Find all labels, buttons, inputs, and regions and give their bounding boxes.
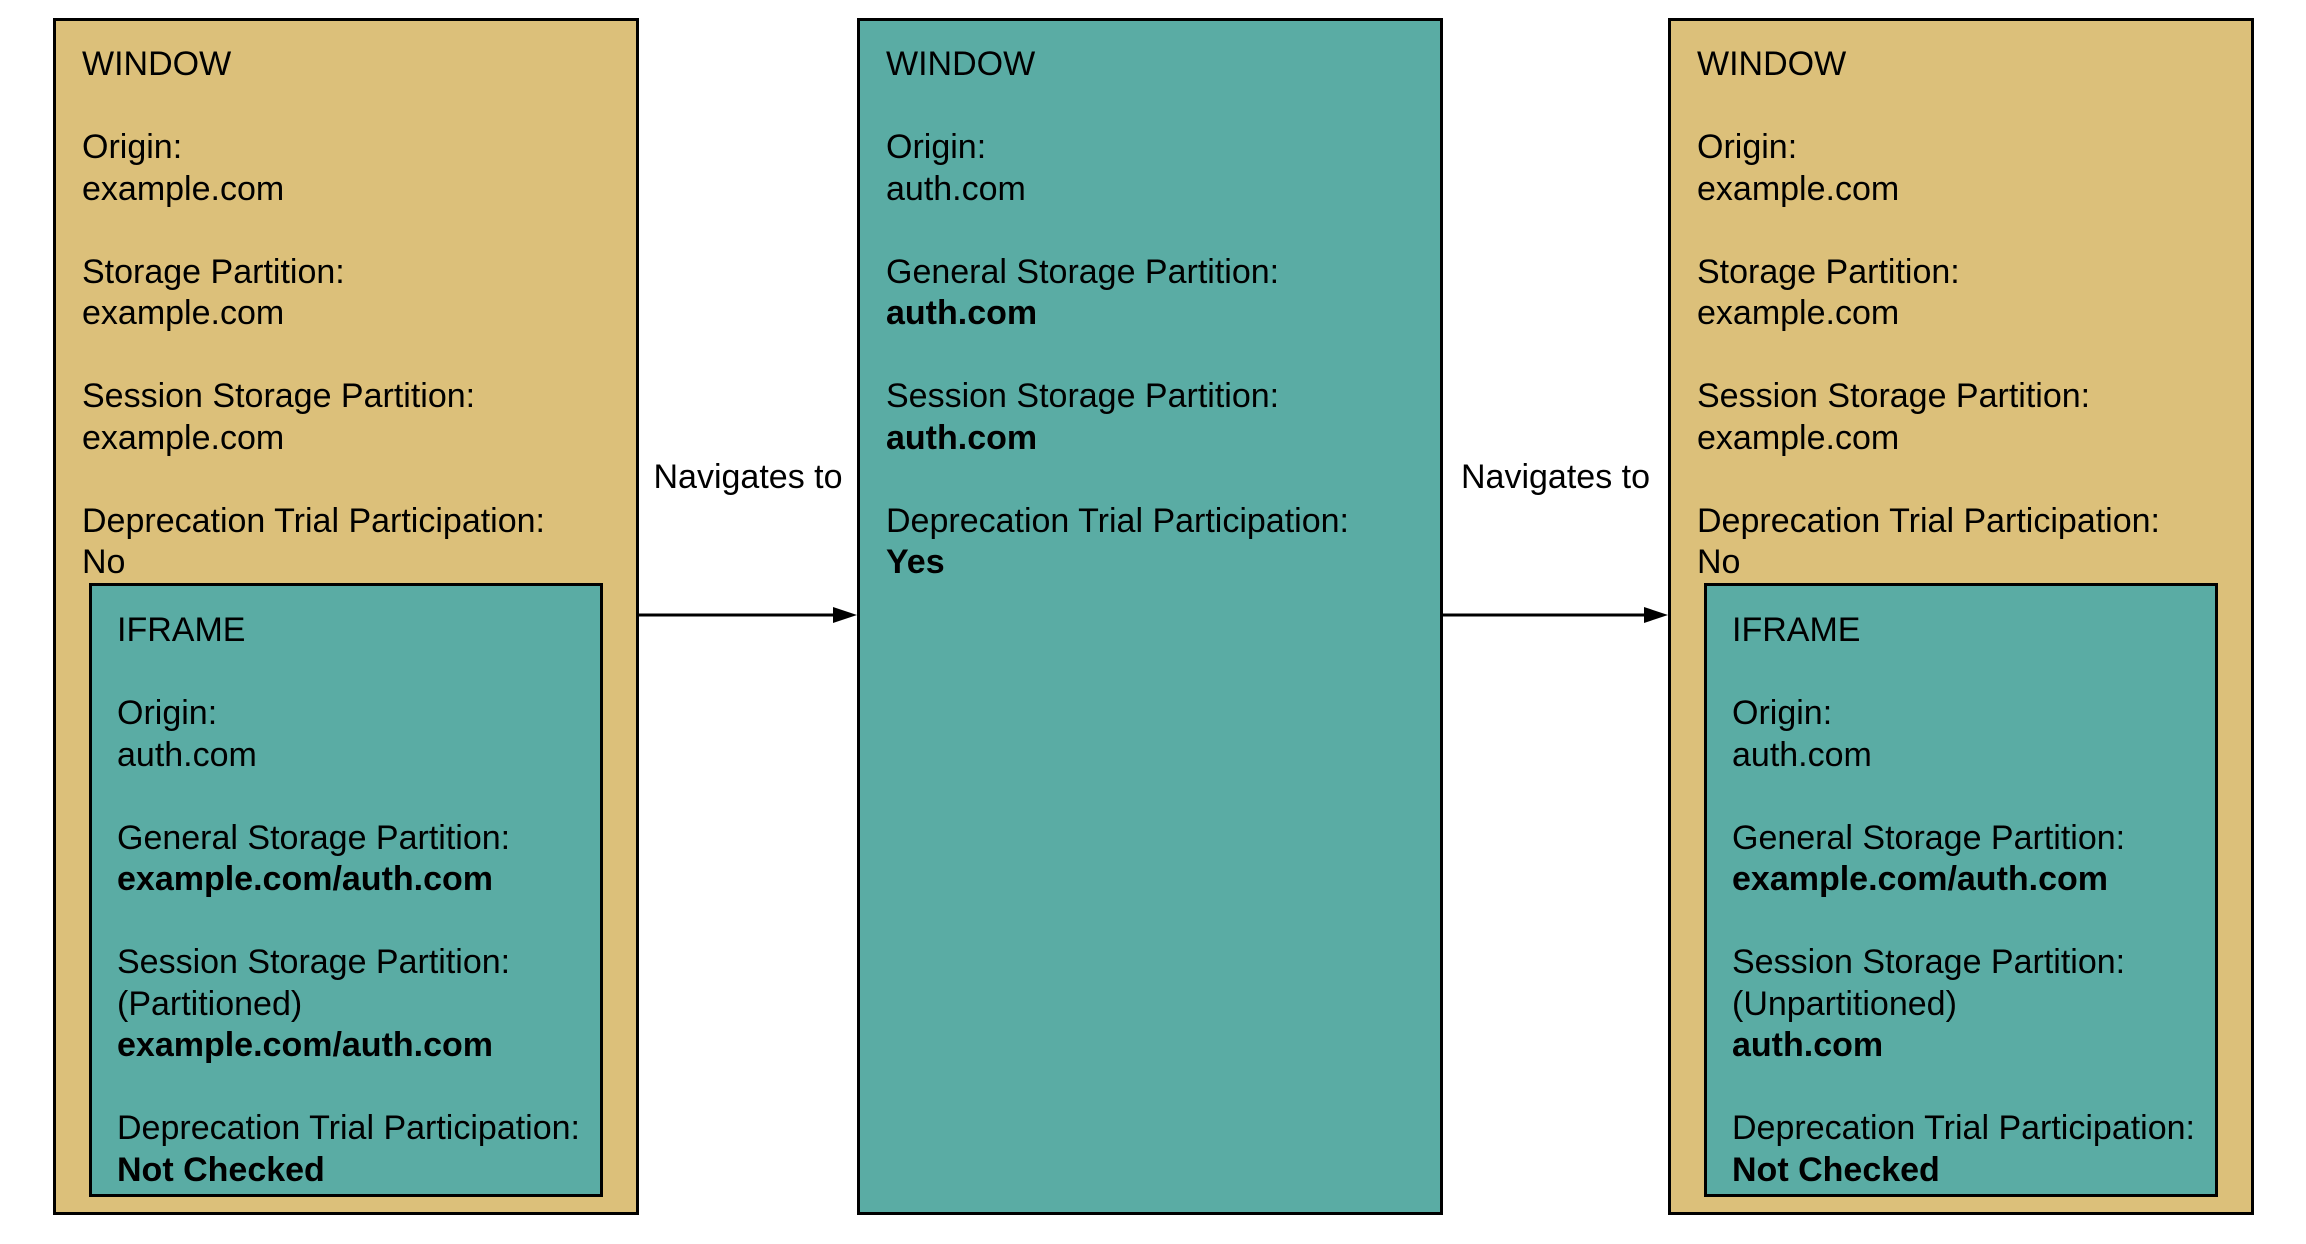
window-middle-content: WINDOW Origin: auth.com General Storage … <box>860 21 1440 584</box>
navigates-arrow-icon <box>1443 607 1668 623</box>
field-value: example.com/auth.com <box>117 1026 494 1064</box>
field-label: Session Storage Partition: <box>82 377 476 415</box>
field-origin: Origin: example.com <box>82 127 610 210</box>
field-value: auth.com <box>886 169 1026 208</box>
field-value: auth.com <box>117 735 257 774</box>
field-deprecation-trial: Deprecation Trial Participation: Yes <box>886 501 1414 584</box>
window-box-middle: WINDOW Origin: auth.com General Storage … <box>857 18 1443 1215</box>
iframe-box-right: IFRAME Origin: auth.com General Storage … <box>1704 583 2218 1197</box>
field-value: (Unpartitioned) <box>1732 984 1957 1023</box>
field-label: Origin: <box>117 694 218 732</box>
field-label: Session Storage Partition: <box>886 377 1280 415</box>
field-value: auth.com <box>886 294 1038 332</box>
field-label: Deprecation Trial Participation: <box>1732 1109 2196 1147</box>
field-value: Yes <box>886 543 945 581</box>
arrow-label: Navigates to <box>1461 458 1650 496</box>
field-value: example.com <box>1697 418 1900 457</box>
field-label: Origin: <box>886 128 987 166</box>
field-value: example.com <box>82 294 285 332</box>
field-label: Deprecation Trial Participation: <box>1697 501 2161 540</box>
field-origin: Origin: auth.com <box>117 693 575 776</box>
field-value: example.com <box>82 169 285 208</box>
field-label: Deprecation Trial Participation: <box>82 501 546 540</box>
field-session-storage-partition: Session Storage Partition: (Partitioned)… <box>117 942 575 1067</box>
field-value: No <box>82 543 126 581</box>
field-session-storage-partition: Session Storage Partition: example.com <box>82 376 610 459</box>
field-session-storage-partition: Session Storage Partition: auth.com <box>886 376 1414 459</box>
field-origin: Origin: example.com <box>1697 127 2225 210</box>
field-label: Deprecation Trial Participation: <box>117 1109 581 1147</box>
field-origin: Origin: auth.com <box>1732 693 2190 776</box>
iframe-box-left: IFRAME Origin: auth.com General Storage … <box>89 583 603 1197</box>
field-value: example.com/auth.com <box>1732 860 2109 898</box>
field-label: Origin: <box>82 128 183 166</box>
field-value: example.com <box>82 418 285 457</box>
field-label: Session Storage Partition: <box>1732 943 2126 981</box>
arrow-label: Navigates to <box>653 458 843 496</box>
iframe-left-content: IFRAME Origin: auth.com General Storage … <box>92 586 600 1191</box>
field-general-storage-partition: General Storage Partition: auth.com <box>886 252 1414 335</box>
field-value: example.com/auth.com <box>117 860 494 898</box>
field-deprecation-trial: Deprecation Trial Participation: No <box>1697 501 2225 584</box>
field-storage-partition: Storage Partition: example.com <box>82 252 610 335</box>
window-box-left: WINDOW Origin: example.com Storage Parti… <box>53 18 639 1215</box>
field-deprecation-trial: Deprecation Trial Participation: Not Che… <box>117 1108 581 1191</box>
field-value: auth.com <box>1732 735 1872 774</box>
window-title: WINDOW <box>1697 45 1847 83</box>
field-value: Not Checked <box>117 1150 325 1189</box>
window-box-right: WINDOW Origin: example.com Storage Parti… <box>1668 18 2254 1215</box>
window-title: WINDOW <box>82 45 232 83</box>
window-title: WINDOW <box>886 45 1036 83</box>
field-storage-partition: Storage Partition: example.com <box>1697 252 2225 335</box>
field-label: Origin: <box>1697 128 1798 166</box>
field-general-storage-partition: General Storage Partition: example.com/a… <box>117 818 575 901</box>
field-label: Storage Partition: <box>1697 252 1960 291</box>
field-label: Storage Partition: <box>82 252 345 291</box>
field-value: No <box>1697 543 1741 581</box>
field-label: General Storage Partition: <box>117 818 511 857</box>
field-label: Session Storage Partition: <box>1697 377 2091 415</box>
field-label: Origin: <box>1732 694 1833 732</box>
field-value: auth.com <box>886 418 1038 457</box>
navigates-arrow-icon <box>639 607 857 623</box>
iframe-title: IFRAME <box>117 611 246 649</box>
field-value: example.com <box>1697 294 1900 332</box>
field-value: auth.com <box>1732 1026 1884 1064</box>
field-session-storage-partition: Session Storage Partition: (Unpartitione… <box>1732 942 2190 1067</box>
field-label: Session Storage Partition: <box>117 943 511 981</box>
field-value: Not Checked <box>1732 1150 1940 1189</box>
field-label: Deprecation Trial Participation: <box>886 501 1350 540</box>
field-value: example.com <box>1697 169 1900 208</box>
iframe-title: IFRAME <box>1732 611 1861 649</box>
field-origin: Origin: auth.com <box>886 127 1414 210</box>
field-value: (Partitioned) <box>117 984 303 1023</box>
window-right-content: WINDOW Origin: example.com Storage Parti… <box>1671 21 2251 584</box>
window-left-content: WINDOW Origin: example.com Storage Parti… <box>56 21 636 584</box>
field-label: General Storage Partition: <box>886 252 1280 291</box>
field-label: General Storage Partition: <box>1732 818 2126 857</box>
field-general-storage-partition: General Storage Partition: example.com/a… <box>1732 818 2190 901</box>
field-session-storage-partition: Session Storage Partition: example.com <box>1697 376 2225 459</box>
field-deprecation-trial: Deprecation Trial Participation: No <box>82 501 610 584</box>
iframe-right-content: IFRAME Origin: auth.com General Storage … <box>1707 586 2215 1191</box>
field-deprecation-trial: Deprecation Trial Participation: Not Che… <box>1732 1108 2196 1191</box>
